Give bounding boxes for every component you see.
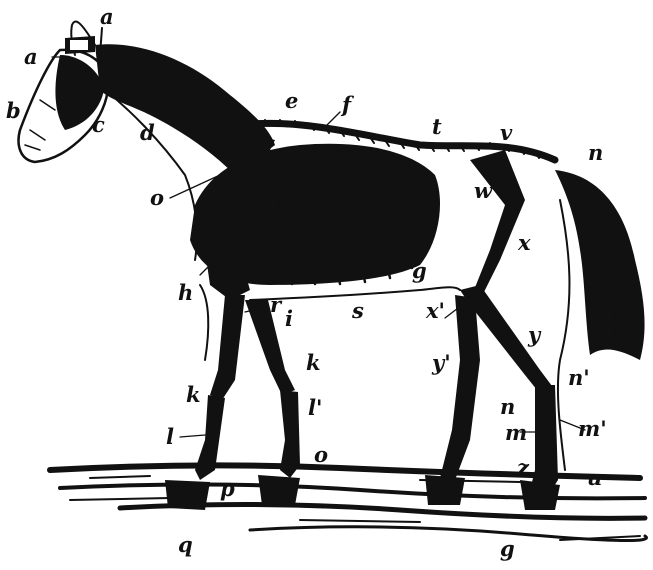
label-k-right: k (306, 350, 321, 375)
label-m-prime: m' (578, 416, 607, 441)
label-n-mid: n (500, 394, 515, 419)
label-o-chest: o (150, 185, 164, 210)
label-o-fore: o (314, 442, 328, 467)
label-t: t (432, 114, 442, 139)
label-c: c (92, 112, 105, 137)
label-b: b (6, 98, 21, 123)
label-r: r (270, 292, 283, 317)
label-i: i (285, 306, 293, 331)
label-x: x (517, 230, 531, 255)
label-y-prime: y' (431, 350, 451, 375)
label-l: l (166, 424, 174, 449)
label-w: w (474, 178, 493, 203)
label-l-prime: l' (308, 395, 322, 420)
label-p: p (220, 476, 235, 501)
label-k-left: k (186, 382, 201, 407)
label-a-left: a (24, 44, 38, 69)
label-f: f (340, 92, 355, 117)
label-m: m (505, 420, 527, 445)
label-x-prime: x' (425, 298, 445, 323)
label-y: y (527, 322, 542, 347)
label-z: z (516, 455, 530, 480)
label-u: u (587, 465, 602, 490)
label-e: e (285, 88, 298, 113)
label-d: d (140, 120, 155, 145)
label-s: s (351, 298, 364, 323)
label-g-belly: g (412, 258, 427, 283)
label-q: q (178, 532, 193, 557)
label-g-hoof: g (500, 536, 515, 561)
label-v: v (500, 120, 513, 145)
label-n-prime: n' (568, 365, 590, 390)
label-n-top: n (588, 140, 603, 165)
label-a-head: a (100, 4, 114, 29)
label-h: h (178, 280, 193, 305)
